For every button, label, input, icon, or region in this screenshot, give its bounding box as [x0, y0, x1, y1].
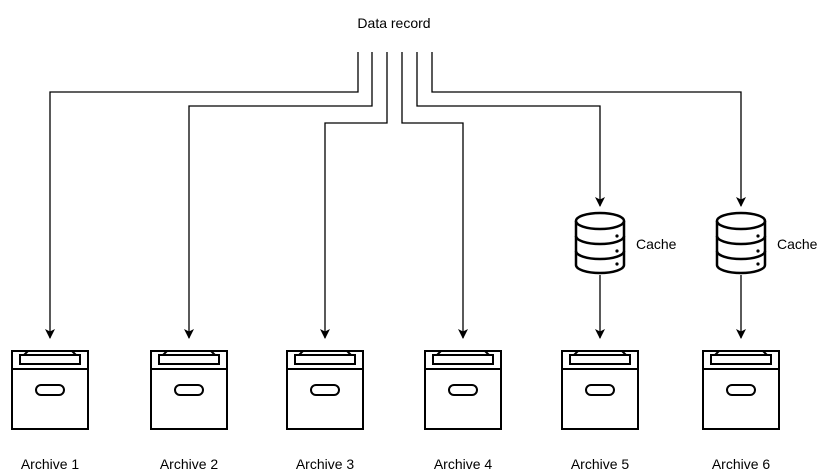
archive-label: Archive 2 — [160, 456, 219, 472]
cache-label: Cache — [777, 236, 818, 252]
archive-box-icon — [286, 350, 364, 430]
data-record-label: Data record — [357, 15, 430, 31]
connector-archive-2 — [184, 52, 373, 339]
archive-box-icon — [561, 350, 639, 430]
connector-cache-2 — [431, 52, 746, 207]
archive-node-6: Archive 6 — [702, 350, 780, 472]
archive-node-5: Archive 5 — [561, 350, 639, 472]
archive-box-icon — [424, 350, 502, 430]
archive-label: Archive 4 — [434, 456, 493, 472]
archive-node-1: Archive 1 — [11, 350, 89, 472]
connector-archive-3 — [320, 52, 388, 339]
connector-cache-1 — [416, 52, 605, 207]
archive-label: Archive 5 — [571, 456, 630, 472]
archive-node-2: Archive 2 — [150, 350, 228, 472]
archive-node-4: Archive 4 — [424, 350, 502, 472]
archive-label: Archive 1 — [21, 456, 80, 472]
database-icon — [574, 211, 626, 275]
cache-node-6: Cache — [715, 211, 818, 275]
cache-node-5: Cache — [574, 211, 677, 275]
archive-box-icon — [150, 350, 228, 430]
connector-lines — [45, 52, 746, 339]
connector-archive-1 — [45, 52, 359, 339]
cache-label: Cache — [636, 236, 677, 252]
archive-box-icon — [702, 350, 780, 430]
archive-label: Archive 3 — [296, 456, 355, 472]
archive-box-icon — [11, 350, 89, 430]
archive-node-3: Archive 3 — [286, 350, 364, 472]
database-icon — [715, 211, 767, 275]
connector-archive-4 — [401, 52, 468, 339]
archive-label: Archive 6 — [712, 456, 771, 472]
